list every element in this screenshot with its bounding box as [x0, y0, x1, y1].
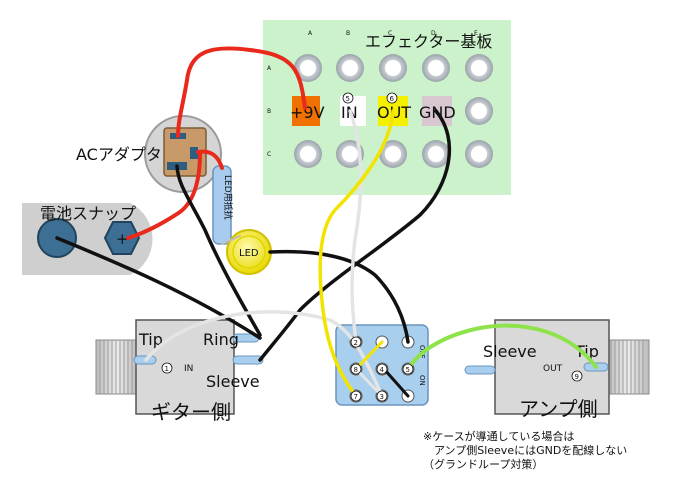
resistor-label: LED用抵抗: [222, 175, 234, 220]
led-ring: [232, 235, 266, 269]
switch-number-circle: [350, 363, 362, 375]
pad: [379, 54, 407, 82]
switch-number: 8: [354, 366, 358, 374]
pad: [336, 140, 364, 168]
battery-plus-terminal: [103, 221, 141, 255]
guitar-jack-body: [135, 319, 235, 415]
switch-number-circle: [402, 363, 414, 375]
battery-snap: + 電池スナップ: [22, 203, 153, 275]
switch-number-circle: [376, 363, 388, 375]
ac-adapter-label: ACアダプタ: [76, 145, 162, 164]
pin-9v-label: +9V: [290, 103, 325, 122]
wire-yellow-switch-jumper: [354, 340, 384, 371]
guitar-jack-ring-label: Ring: [203, 330, 239, 349]
amp-jack-number-circle: [571, 370, 583, 382]
amp-jack-thread: [606, 339, 650, 395]
col-letter: E: [474, 30, 478, 37]
wire-white-tip: [144, 310, 384, 398]
row-letter: C: [267, 151, 271, 158]
amp-jack-sleeve-lug: [464, 365, 496, 375]
switch-number-circle: [350, 390, 362, 402]
pad: [379, 140, 407, 168]
amp-jack-thread-lines: [610, 340, 644, 394]
pad: [294, 54, 322, 82]
wire-white-in: [348, 109, 363, 344]
wire-yellow-out: [318, 109, 395, 398]
guitar-jack-thread-lines: [99, 340, 133, 394]
wires: [55, 46, 598, 398]
ground-loop-note: ※ケースが導通している場合は アンプ側SleeveにはGNDを配線しない （グラ…: [423, 430, 628, 471]
footswitch-on-label: ON: [418, 375, 426, 386]
col-letter: A: [308, 30, 313, 37]
pad: [465, 54, 493, 82]
switch-number: 5: [406, 366, 410, 374]
effector-board: エフェクター基板 A B C D E A B C +9V: [263, 20, 511, 195]
wire-red-9v: [176, 46, 307, 138]
board-title: エフェクター基板: [365, 32, 492, 51]
switch-number: 2: [354, 339, 358, 347]
amp-jack-tip-label: Tip: [574, 342, 599, 361]
wire-black-battery-ring: [55, 236, 262, 340]
led-resistor: LED用抵抗: [212, 165, 234, 245]
col-letter: B: [346, 30, 350, 37]
guitar-jack-sleeve-label: Sleeve: [206, 372, 260, 391]
guitar-jack-thread: [95, 339, 139, 395]
switch-number: 7: [354, 393, 358, 401]
wire-black-led-switch: [268, 249, 410, 344]
led-label: LED: [239, 248, 259, 259]
row-letter: B: [267, 108, 271, 115]
ac-adapter: ACアダプタ: [76, 115, 222, 193]
battery-snap-label: 電池スナップ: [40, 204, 136, 223]
pin-in-number-circle: [342, 92, 354, 104]
row-letter: A: [267, 65, 272, 72]
wire-black-gnd-sleeve: [258, 109, 452, 362]
guitar-jack-number: 1: [165, 365, 169, 373]
pad: [422, 140, 450, 168]
wire-black-switch-jumper: [382, 367, 410, 398]
wire-black-ac-sleeve: [175, 164, 262, 337]
amp-jack-side-label: OUT: [543, 364, 563, 374]
board-pads: [294, 54, 493, 168]
pad: [465, 140, 493, 168]
amp-jack-sleeve-label: Sleeve: [483, 342, 537, 361]
pin-in-number: 5: [346, 95, 350, 103]
amp-jack: Sleeve Tip OUT 9 アンプ側: [464, 319, 650, 421]
led: LED: [226, 229, 272, 275]
ac-adapter-pin: [190, 147, 198, 159]
wire-red-resistor: [196, 149, 224, 170]
pad: [294, 140, 322, 168]
wire-resistor-led: [221, 235, 241, 245]
wire-white-switch-jumper: [354, 367, 384, 398]
pin-out-number-circle: [386, 92, 398, 104]
amp-jack-number: 9: [575, 373, 579, 381]
switch-number-circle: [350, 336, 362, 348]
amp-jack-label: アンプ側: [519, 397, 598, 421]
guitar-jack-number-circle: [161, 362, 173, 374]
switch-number: 3: [380, 393, 384, 401]
pad: [465, 97, 493, 125]
col-letter: D: [431, 30, 436, 37]
battery-plus-sign: +: [116, 230, 129, 248]
pin-out-number: 6: [390, 95, 395, 103]
guitar-jack-side-label: IN: [184, 364, 193, 374]
wire-red-battery: [126, 152, 202, 240]
col-letter: C: [388, 30, 392, 37]
wire-green-amp-tip: [406, 323, 598, 371]
guitar-jack: Tip Ring Sleeve IN 1 ギター側: [95, 319, 264, 424]
switch-number: 4: [380, 366, 385, 374]
guitar-jack-label: ギター側: [151, 400, 231, 424]
switch-number-circle: [376, 390, 388, 402]
pad: [422, 54, 450, 82]
footswitch-numbers: 2 4 8 5 7 3: [350, 336, 414, 402]
guitar-jack-sleeve-lug: [232, 355, 264, 365]
guitar-jack-tip-label: Tip: [138, 330, 163, 349]
pad: [336, 54, 364, 82]
